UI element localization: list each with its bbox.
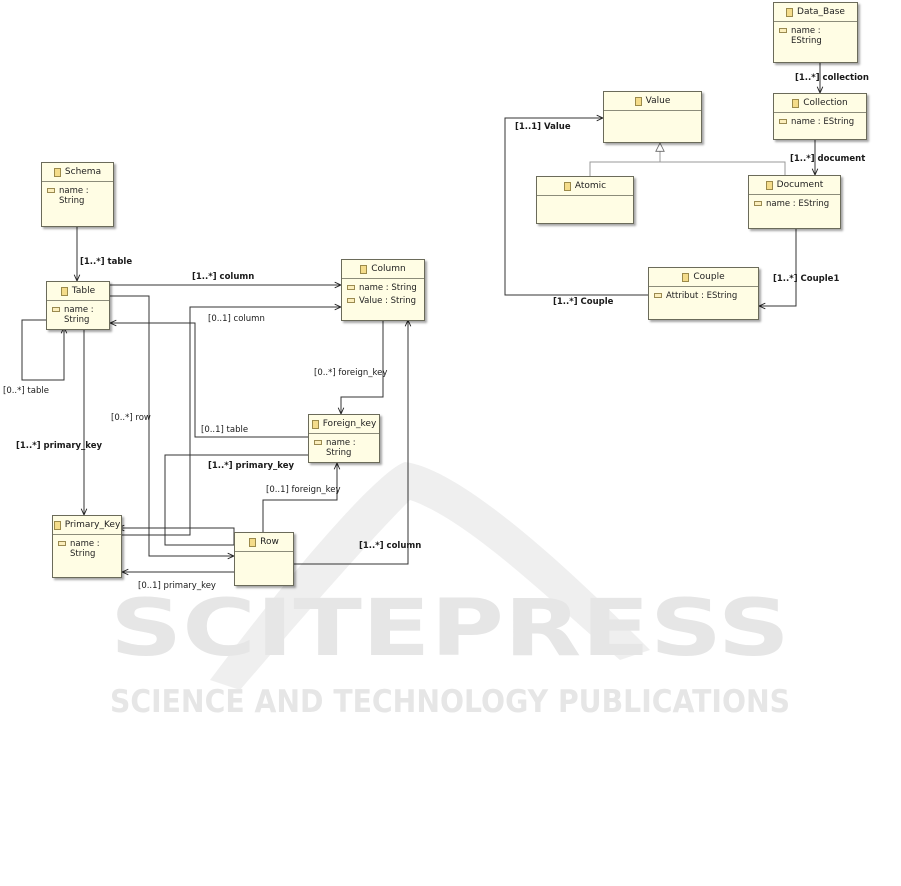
label-fk-table: [0..1] table [201, 425, 248, 435]
label-table-column: [1..*] column [192, 272, 254, 282]
attribute-text: name : String [59, 186, 89, 206]
attribute-icon [52, 307, 60, 312]
class-title: Schema [64, 167, 102, 177]
class-title: Row [260, 537, 279, 547]
class-row[interactable]: Row [234, 532, 294, 586]
class-icon [249, 537, 257, 547]
class-value[interactable]: Value [603, 91, 702, 143]
class-title: Foreign_key [322, 419, 377, 429]
edge-doc-couple [759, 229, 796, 306]
label-row-pk: [0..1] primary_key [138, 581, 216, 591]
class-collection[interactable]: Collection name : EString [773, 93, 867, 140]
attribute-text: Attribut : EString [666, 291, 738, 301]
label-value-couple: [1..*] Couple [553, 297, 614, 307]
watermark-tagline: SCIENCE AND TECHNOLOGY PUBLICATIONS [110, 684, 790, 720]
class-foreign-key[interactable]: Foreign_key name : String [308, 414, 380, 463]
attribute-icon [47, 188, 55, 193]
attribute-icon [347, 285, 355, 290]
class-icon [360, 264, 368, 274]
class-title: Atomic [574, 181, 607, 191]
label-fk-pk: [1..*] primary_key [208, 461, 295, 471]
attribute-icon [314, 440, 322, 445]
watermark-brand: SCITEPRESS [110, 584, 790, 674]
label-table-self: [0..*] table [3, 386, 49, 396]
class-icon [60, 286, 68, 296]
label-coll-document: [1..*] document [790, 154, 865, 164]
class-title: Couple [693, 272, 725, 282]
attribute-icon [779, 28, 787, 33]
label-column-fk: [0..*] foreign_key [314, 368, 387, 378]
class-icon [634, 96, 642, 106]
class-title: Document [776, 180, 824, 190]
class-atomic[interactable]: Atomic [536, 176, 634, 224]
edge-fk-table [110, 323, 308, 438]
edge-atomic-value [589, 143, 660, 176]
watermark-swoosh [210, 462, 650, 690]
edge-table-row [110, 296, 234, 556]
class-column[interactable]: Column name : String Value : String [341, 259, 425, 321]
label-row-column: [1..*] column [359, 541, 421, 551]
class-icon [53, 167, 61, 177]
class-schema[interactable]: Schema name : String [41, 162, 114, 227]
label-table-pk: [1..*] primary_key [16, 441, 103, 451]
class-table[interactable]: Table name : String [46, 281, 110, 330]
attribute-text: Value : String [359, 296, 416, 306]
class-title: Primary_Key [64, 520, 121, 530]
class-icon [311, 419, 319, 429]
class-icon [563, 181, 571, 191]
attribute-text: name : EString [791, 26, 822, 46]
class-title: Table [71, 286, 96, 296]
label-table-row: [0..*] row [111, 413, 151, 423]
class-couple[interactable]: Couple Attribut : EString [648, 267, 759, 320]
edge-table-self [21, 319, 64, 381]
edge-column-fk [341, 320, 384, 414]
label-couple-value: [1..1] Value [515, 122, 571, 132]
class-icon [765, 180, 773, 190]
class-title: Collection [803, 98, 848, 108]
attribute-icon [754, 201, 762, 206]
edge-fk-pk [118, 454, 308, 546]
label-db-collection: [1..*] collection [795, 73, 869, 83]
class-title: Column [371, 264, 406, 274]
attribute-text: name : String [326, 438, 356, 458]
attribute-text: name : String [70, 539, 100, 559]
class-icon [53, 520, 61, 530]
class-title: Data_Base [797, 7, 845, 17]
attribute-icon [347, 298, 355, 303]
attribute-text: name : EString [791, 117, 855, 127]
label-row-fk: [0..1] foreign_key [266, 485, 341, 495]
edge-couple-value [504, 118, 648, 296]
attribute-text: name : String [64, 305, 94, 325]
class-data-base[interactable]: Data_Base name : EString [773, 2, 858, 63]
label-schema-table: [1..*] table [80, 257, 132, 267]
class-icon [786, 7, 794, 17]
attribute-icon [779, 119, 787, 124]
label-doc-couple: [1..*] Couple1 [773, 274, 839, 284]
class-document[interactable]: Document name : EString [748, 175, 841, 229]
class-icon [792, 98, 800, 108]
class-primary-key[interactable]: Primary_Key name : String [52, 515, 122, 578]
attribute-icon [58, 541, 66, 546]
attribute-text: name : EString [766, 199, 830, 209]
edge-row-column [294, 320, 408, 564]
attribute-icon [654, 293, 662, 298]
class-title: Value [645, 96, 671, 106]
attribute-text: name : String [359, 283, 417, 293]
edge-document-value [660, 161, 786, 176]
edge-row-fk [262, 463, 337, 532]
class-icon [682, 272, 690, 282]
label-pk-column: [0..1] column [208, 314, 265, 324]
